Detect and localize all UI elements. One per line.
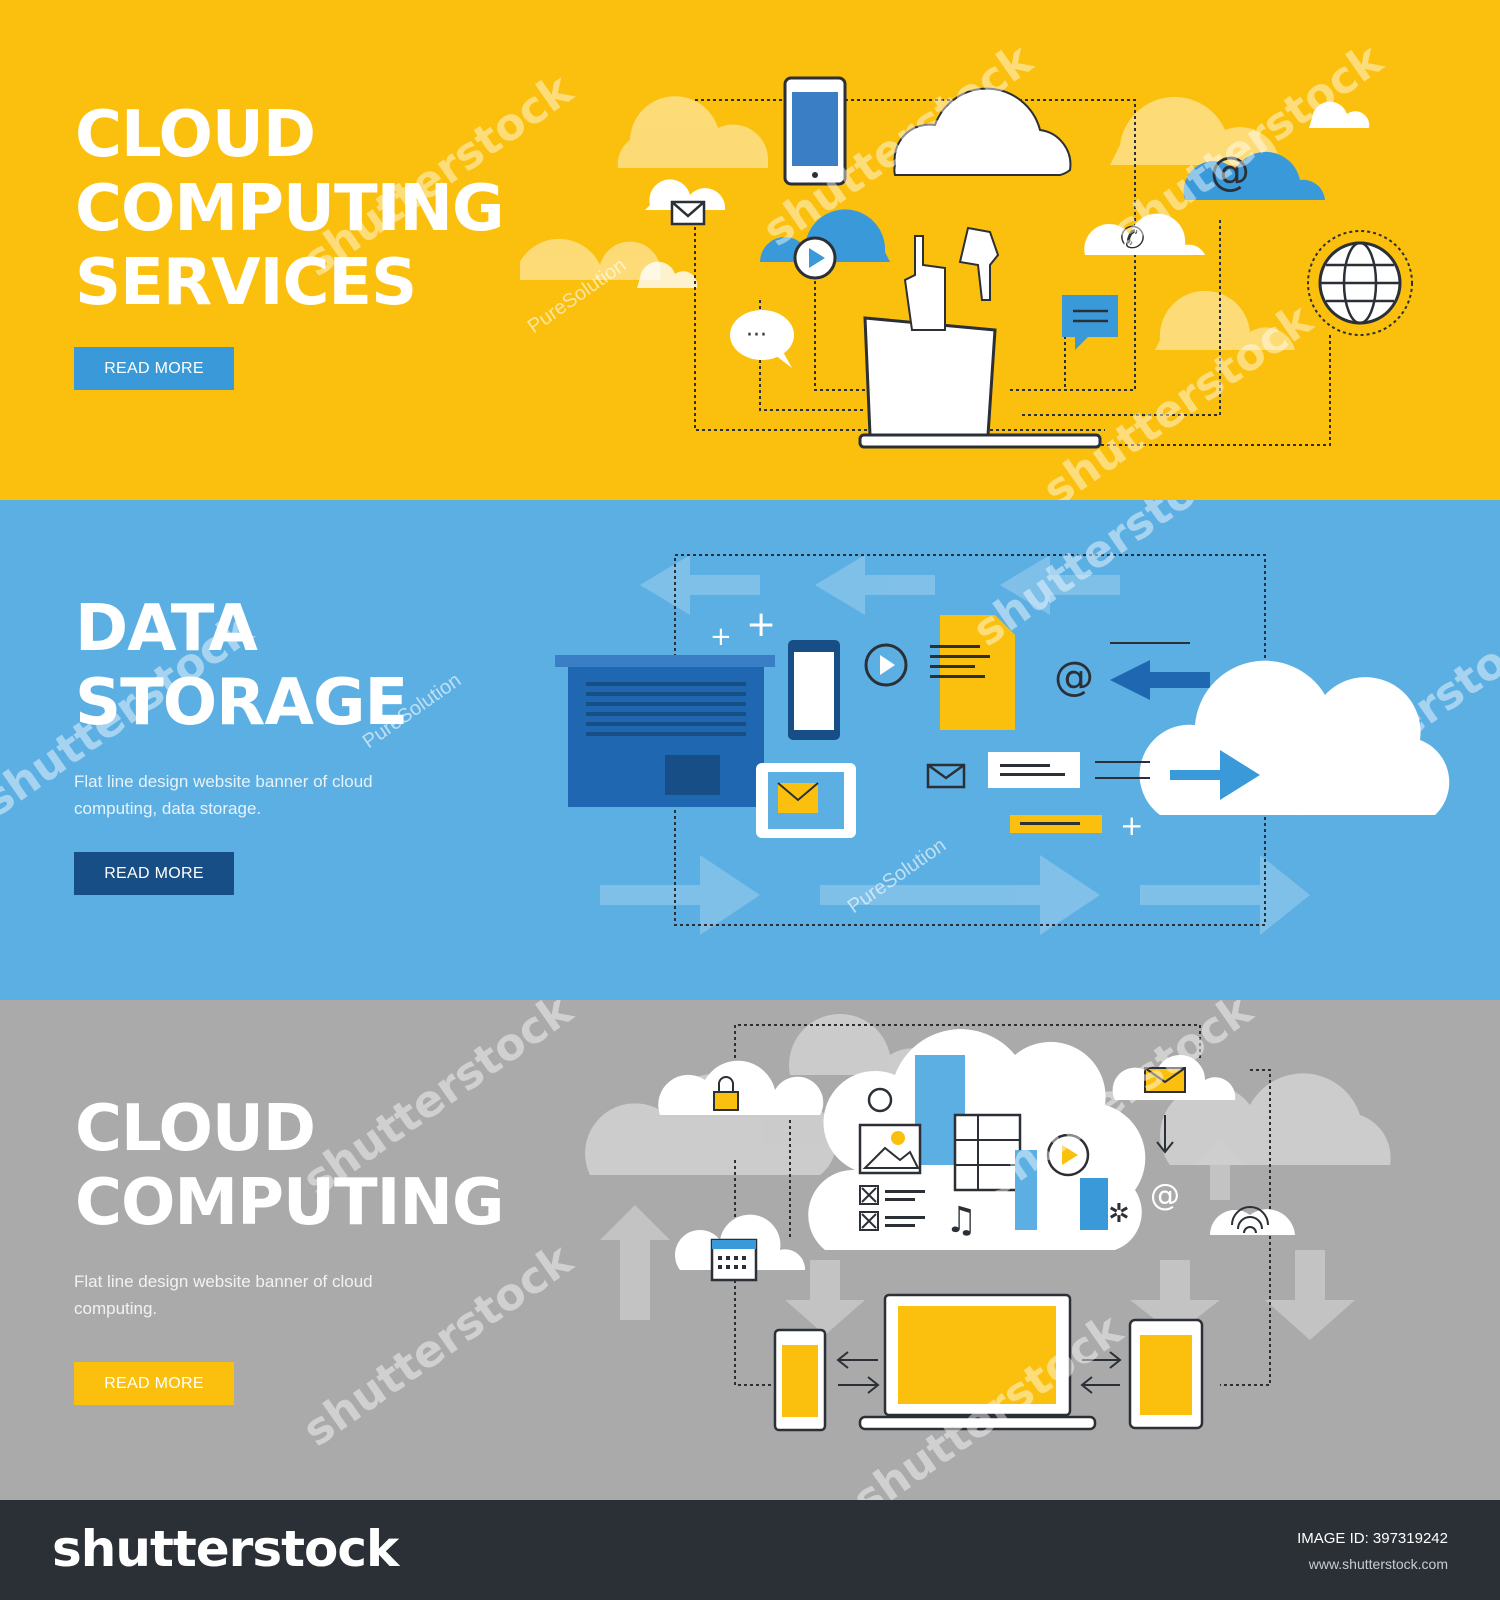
banner-description: Flat line design website banner of cloud… bbox=[74, 772, 373, 818]
message-icon bbox=[988, 752, 1102, 833]
banner-title: DATA STORAGE bbox=[75, 592, 408, 740]
background-clouds bbox=[520, 96, 1295, 350]
laptop-icon bbox=[858, 1293, 1097, 1431]
spreadsheet-icon bbox=[953, 1113, 1022, 1192]
play-icon bbox=[864, 643, 908, 687]
tablet-icon bbox=[756, 763, 856, 838]
banner-title: CLOUD COMPUTING bbox=[75, 1092, 504, 1240]
cloud-icon: ♫ ✲ bbox=[808, 1029, 1146, 1250]
phone-icon: ✆ bbox=[1084, 213, 1205, 256]
play-icon bbox=[755, 209, 890, 280]
cloud-computing-illustration: ♫ ✲ @ bbox=[585, 1014, 1391, 1432]
calendar-icon bbox=[675, 1214, 806, 1282]
tablet-icon bbox=[1128, 1318, 1204, 1430]
read-more-button[interactable]: READ MORE bbox=[74, 1362, 234, 1405]
mail-icon: @ bbox=[1112, 1055, 1236, 1213]
pointing-hand-icon bbox=[903, 226, 1000, 331]
banner-data-storage: + + + bbox=[0, 500, 1500, 1000]
chat-icon: ··· bbox=[730, 310, 794, 368]
mobile-icon bbox=[773, 1328, 827, 1432]
title-line: SERVICES bbox=[75, 246, 417, 320]
plus-icon: + + + bbox=[710, 604, 1143, 842]
svg-text:+: + bbox=[746, 604, 776, 645]
svg-text:✆: ✆ bbox=[1120, 221, 1145, 256]
music-icon: ♫ bbox=[945, 1200, 977, 1241]
title-line: STORAGE bbox=[75, 666, 408, 740]
title-line: COMPUTING bbox=[75, 172, 504, 246]
small-cloud bbox=[1309, 101, 1370, 128]
read-more-button[interactable]: READ MORE bbox=[74, 347, 234, 390]
image-id: IMAGE ID: 397319242 bbox=[1297, 1530, 1448, 1547]
svg-text:···: ··· bbox=[746, 323, 767, 348]
shutterstock-logo: shutterstock bbox=[52, 1520, 399, 1578]
banner-description: Flat line design website banner of cloud… bbox=[74, 1272, 373, 1318]
arrow-icon bbox=[600, 1140, 1355, 1340]
wifi-icon bbox=[1210, 1206, 1295, 1235]
at-icon: @ bbox=[1183, 149, 1325, 200]
small-cloud bbox=[637, 261, 698, 288]
site-url[interactable]: www.shutterstock.com bbox=[1308, 1556, 1448, 1572]
title-line: CLOUD bbox=[75, 1092, 316, 1166]
title-line: CLOUD bbox=[75, 98, 316, 172]
at-icon: @ bbox=[1150, 1178, 1180, 1213]
cloud-icon bbox=[1139, 660, 1450, 815]
cloud-icon bbox=[893, 87, 1072, 176]
sync-arrows bbox=[836, 1351, 1122, 1394]
laptop-icon bbox=[858, 316, 1102, 449]
arrow-icon bbox=[1110, 660, 1210, 700]
image-icon bbox=[858, 1123, 922, 1175]
banner-cloud-computing: ♫ ✲ @ bbox=[0, 1000, 1500, 1500]
svg-text:+: + bbox=[1120, 809, 1143, 842]
globe-icon bbox=[1307, 230, 1413, 336]
mail-icon bbox=[926, 763, 966, 789]
cloud-services-illustration: ··· ✆ @ bbox=[520, 76, 1413, 449]
background-clouds bbox=[585, 1014, 1391, 1175]
play-icon bbox=[1046, 1133, 1090, 1177]
arrow-icon bbox=[600, 555, 1310, 935]
at-icon: @ bbox=[1054, 654, 1094, 700]
lock-icon bbox=[658, 1060, 824, 1115]
mobile-icon bbox=[783, 76, 847, 186]
footer: shutterstock IMAGE ID: 397319242 www.shu… bbox=[0, 1500, 1500, 1600]
checklist-icon bbox=[859, 1185, 925, 1231]
title-line: COMPUTING bbox=[75, 1166, 504, 1240]
laptop-icon bbox=[555, 655, 775, 807]
mobile-icon bbox=[788, 640, 840, 740]
read-more-button[interactable]: READ MORE bbox=[74, 852, 234, 895]
mail-icon bbox=[645, 179, 726, 226]
svg-text:+: + bbox=[710, 622, 732, 652]
file-icon bbox=[930, 615, 1015, 730]
title-line: DATA bbox=[75, 592, 258, 666]
gear-icon: ✲ bbox=[1108, 1199, 1130, 1229]
banner-title: CLOUD COMPUTING SERVICES bbox=[75, 98, 504, 320]
connector-lines bbox=[1095, 642, 1190, 779]
message-icon bbox=[1062, 295, 1118, 350]
svg-text:@: @ bbox=[1210, 149, 1250, 195]
banner-cloud-computing-services: ··· ✆ @ bbox=[0, 0, 1500, 500]
data-storage-illustration: + + + bbox=[555, 554, 1450, 935]
